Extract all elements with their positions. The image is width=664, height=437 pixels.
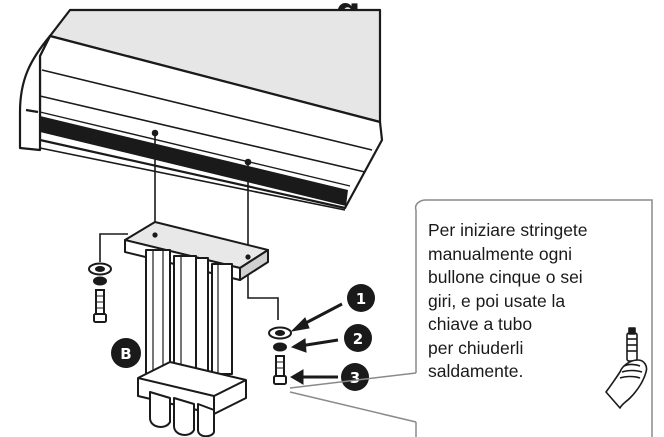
part-label-text: B <box>120 345 131 363</box>
left-hardware <box>88 262 112 323</box>
callout-line-4: giri, e poi usate la <box>428 290 566 311</box>
step-number-1: 1 <box>356 290 366 308</box>
part-label-badge: B <box>111 338 141 368</box>
step-badge-1: 1 <box>347 284 375 312</box>
callout-line-1: Per iniziare stringete <box>428 220 588 240</box>
callout-line-7: saldamente. <box>428 361 524 381</box>
callout-line-6: per chiuderli <box>428 337 524 358</box>
hand-wrench-icon <box>605 327 648 409</box>
piano-body <box>18 8 384 211</box>
pedal-unit <box>124 221 269 437</box>
callout-line-3: bullone cinque o sei <box>428 267 583 287</box>
right-hardware <box>268 326 292 385</box>
callout-line-2: manualmente ogni <box>428 243 572 264</box>
step-arrows <box>290 302 343 385</box>
step-badge-3: 3 <box>341 363 369 391</box>
callout-line-5: chiave a tubo <box>428 314 533 334</box>
callout-box <box>289 199 653 437</box>
alignment-lines <box>99 129 279 320</box>
callout-text: Per iniziare stringete manualmente ogni … <box>428 219 638 384</box>
step-number-3: 3 <box>350 369 360 387</box>
step-badge-2: 2 <box>344 324 372 352</box>
step-number-2: 2 <box>353 330 363 348</box>
